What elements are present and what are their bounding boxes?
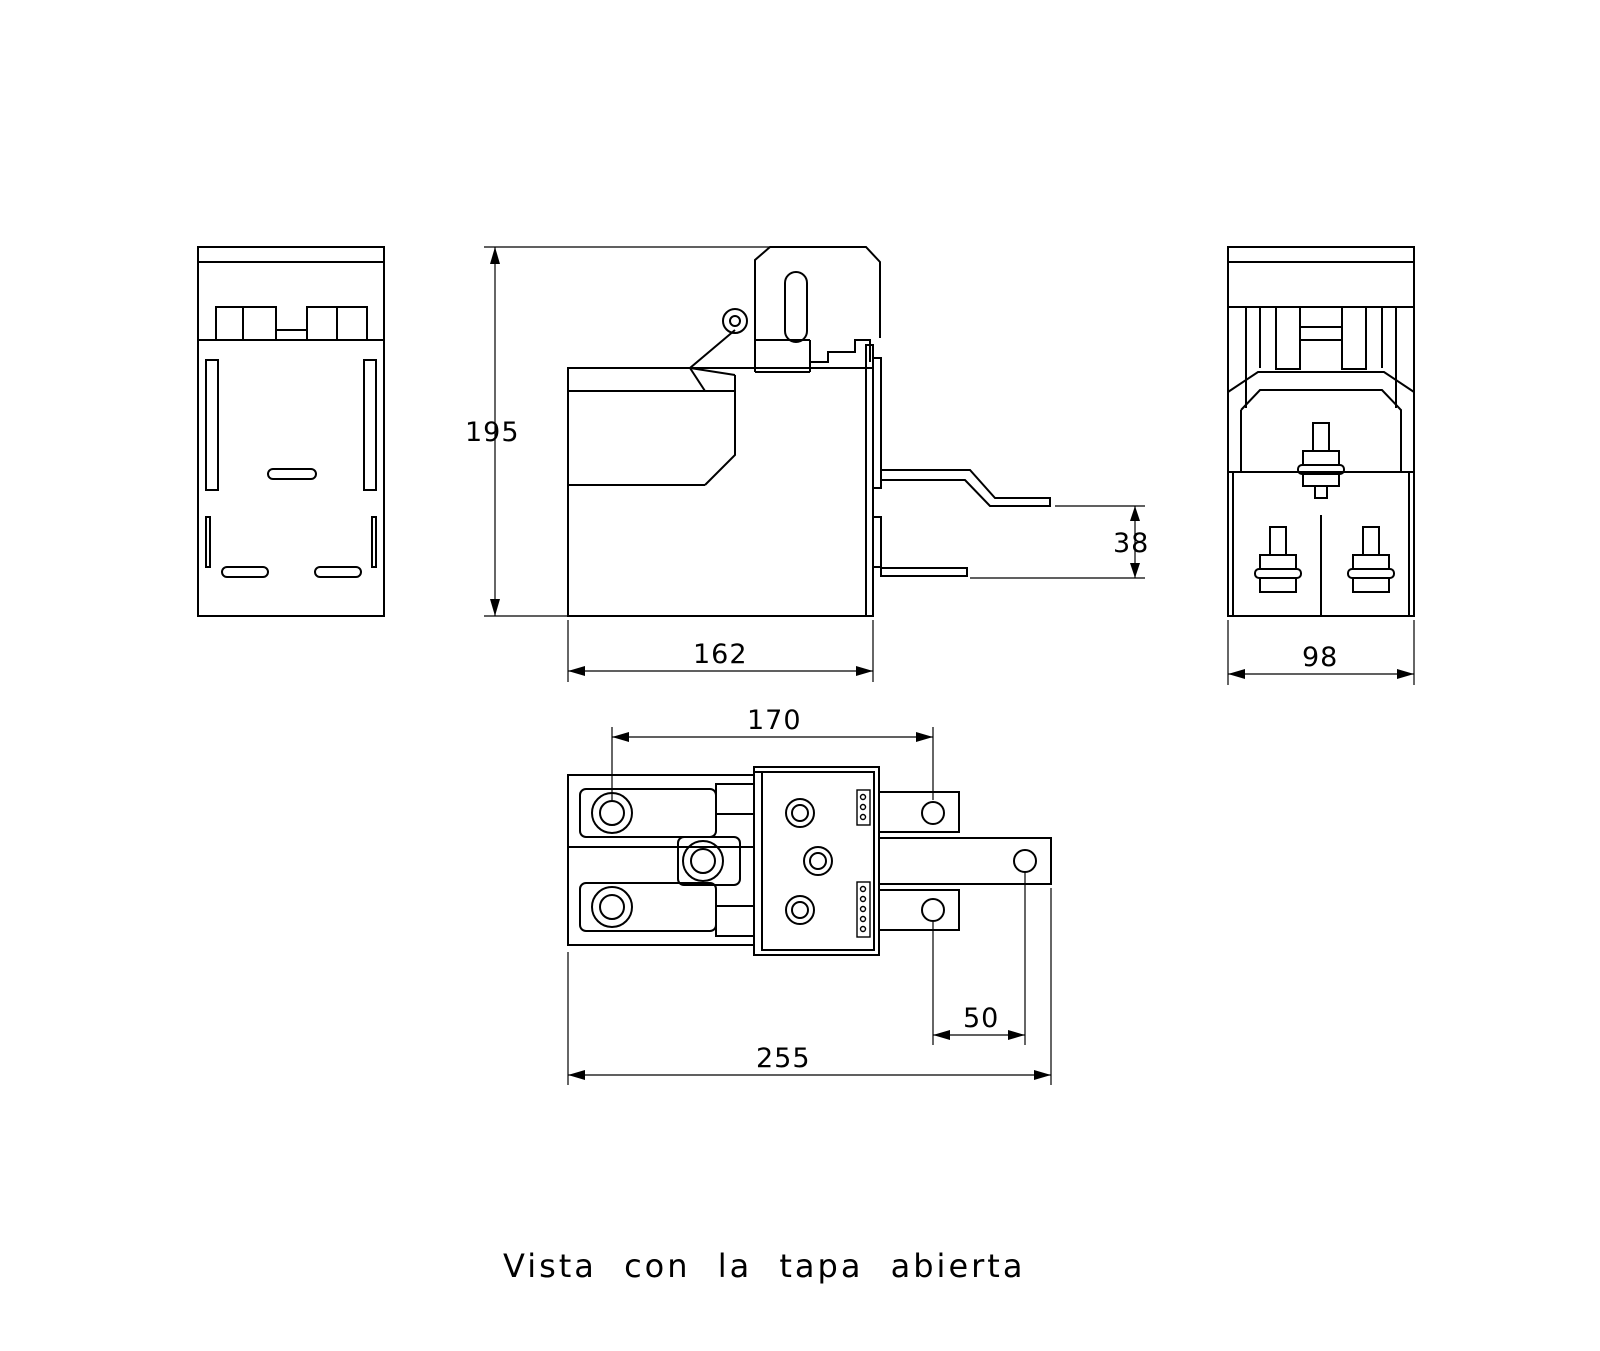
dimension-98-label: 98 <box>1302 642 1338 673</box>
rear-view <box>197 246 385 617</box>
dimension-50: 50 <box>932 872 1026 1045</box>
dimension-255: 255 <box>567 888 1052 1085</box>
front-view <box>1227 246 1415 617</box>
dimension-98: 98 <box>1227 620 1415 685</box>
dimension-38: 38 <box>970 505 1149 579</box>
side-view <box>567 246 1051 617</box>
dimension-38-label: 38 <box>1113 528 1149 559</box>
dimension-170: 170 <box>611 705 934 800</box>
dimension-255-label: 255 <box>756 1043 811 1074</box>
dimension-50-label: 50 <box>963 1003 999 1034</box>
top-view <box>567 766 1052 956</box>
drawing-caption: Vista con la tapa abierta <box>503 1247 1025 1285</box>
dimension-162-label: 162 <box>693 639 748 670</box>
dimension-170-label: 170 <box>747 705 802 736</box>
dimension-195-label: 195 <box>465 417 520 448</box>
dimension-162: 162 <box>567 620 874 682</box>
dimension-195: 195 <box>465 246 770 617</box>
